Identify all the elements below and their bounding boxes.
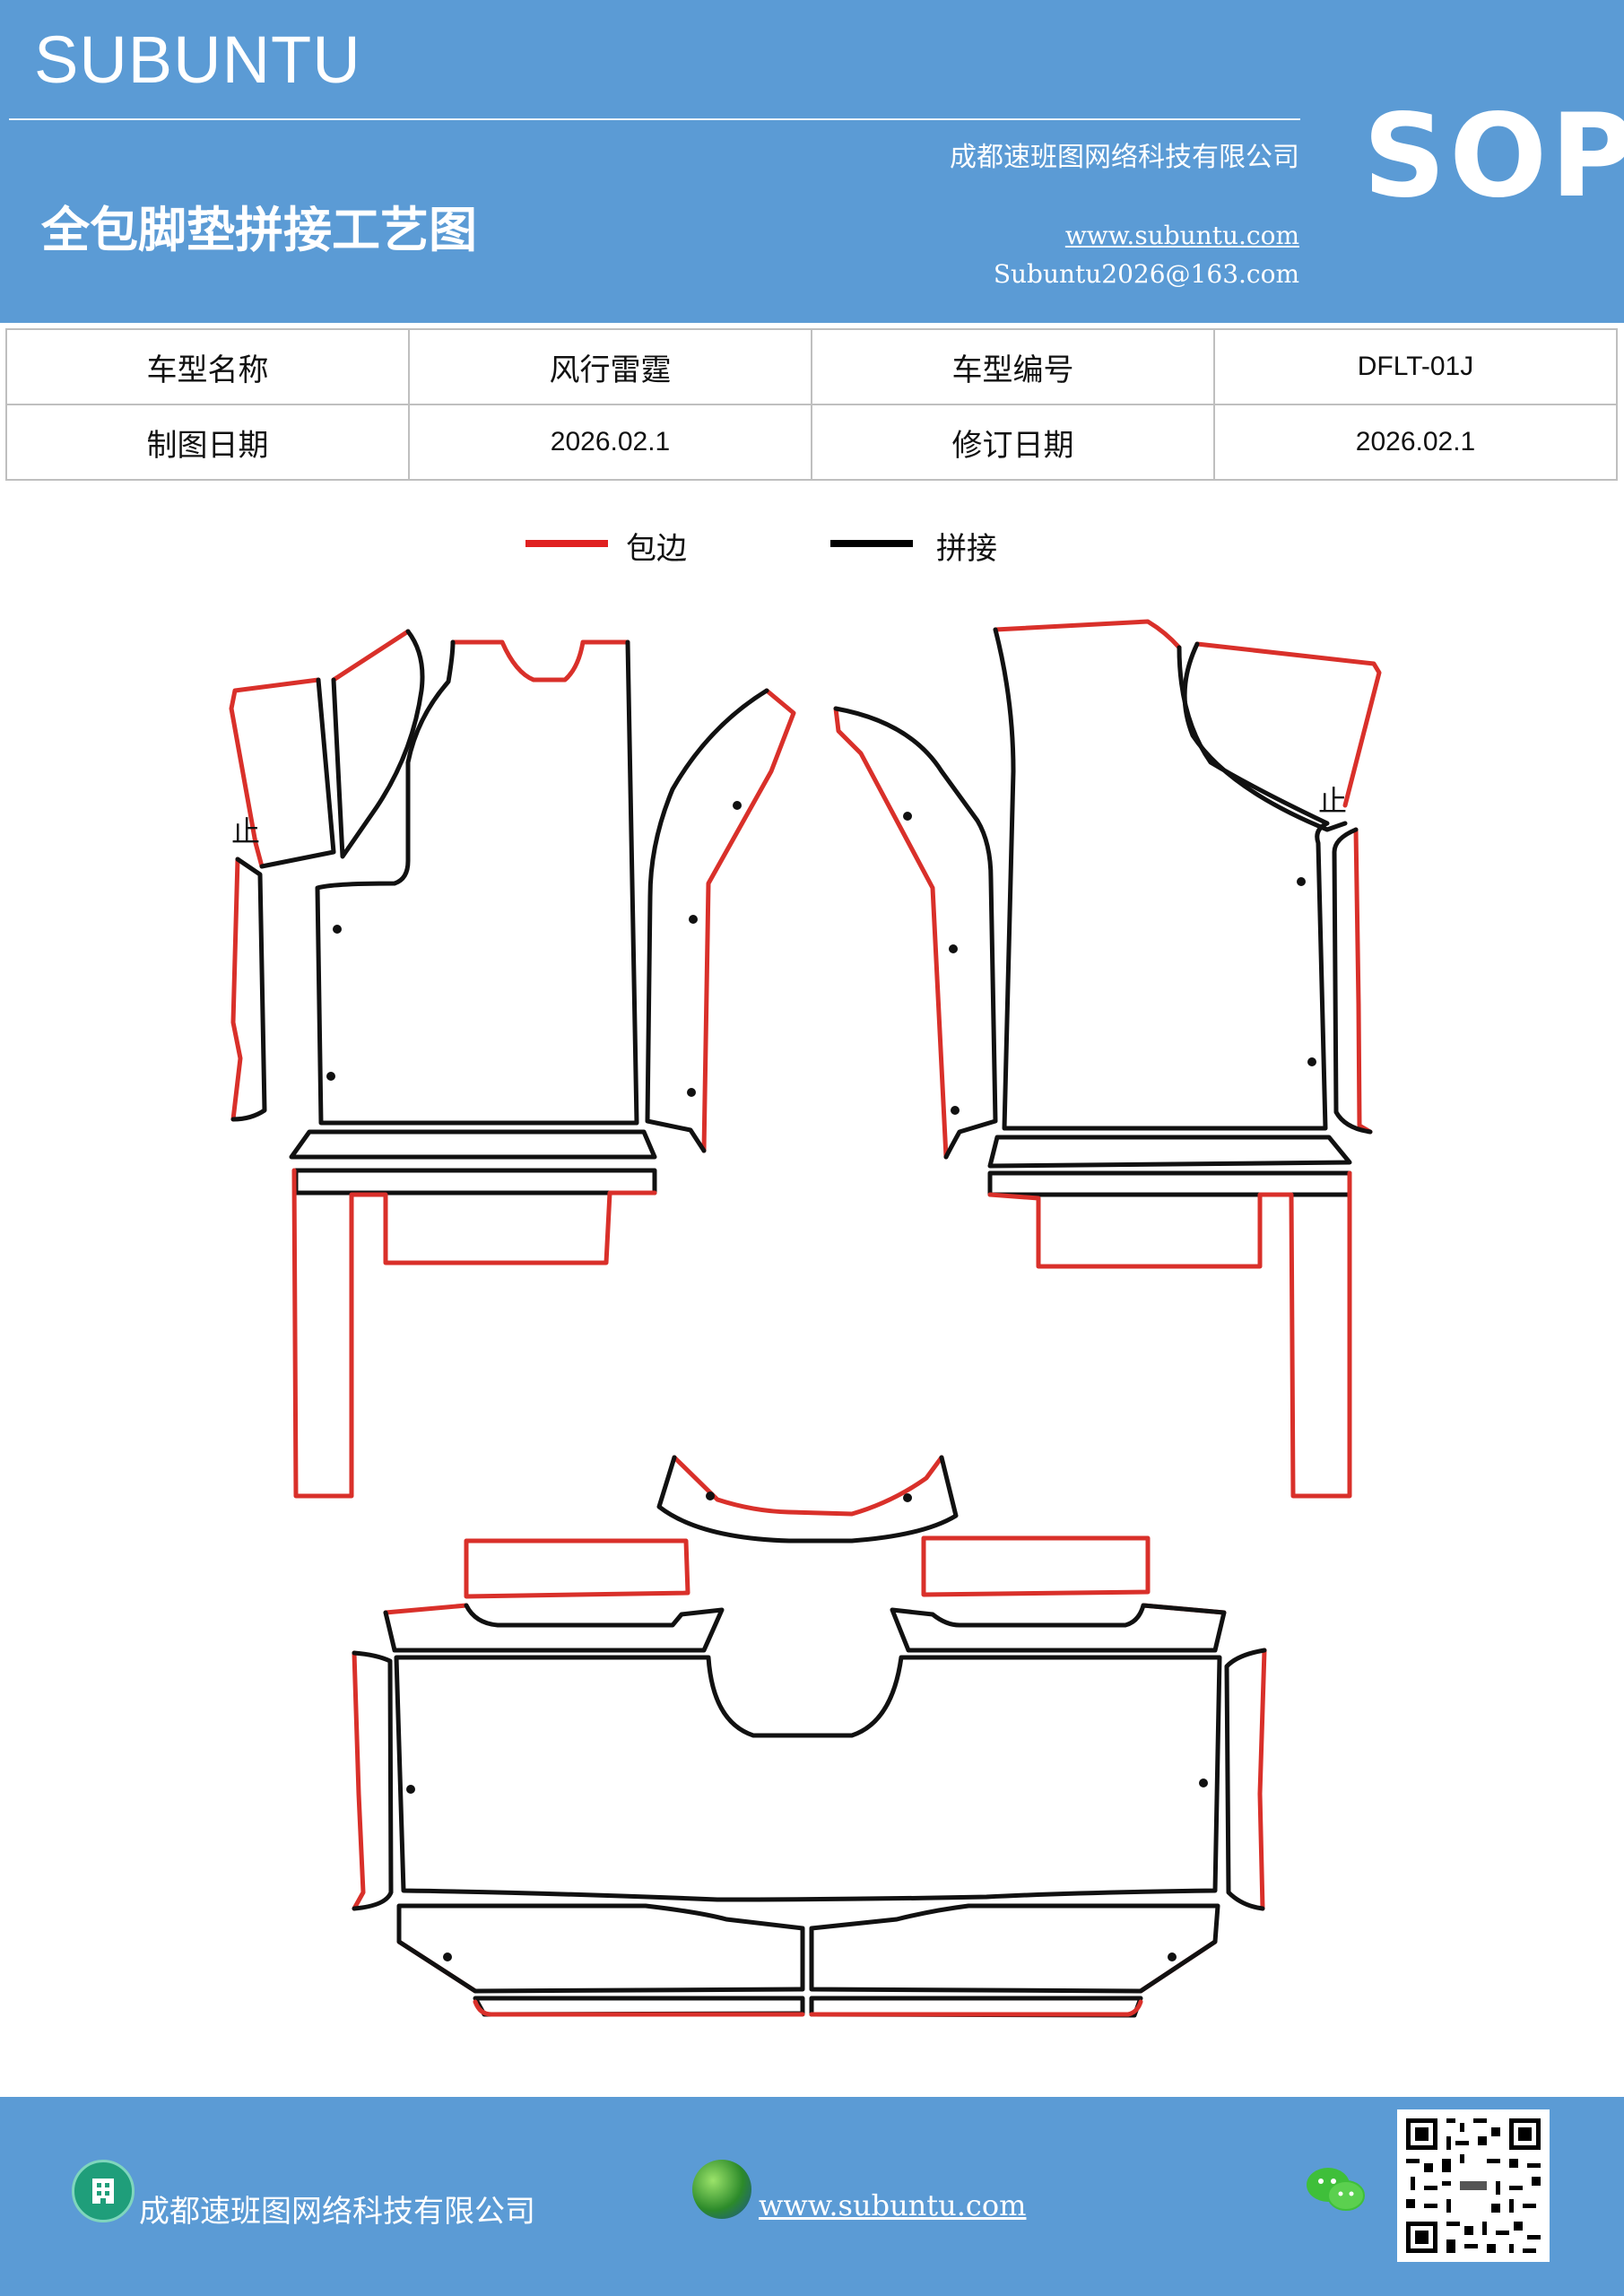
front-right-curved-piece (1182, 641, 1382, 832)
anchor-dot (1168, 1952, 1177, 1961)
footer-website-link[interactable]: www.subuntu.com (759, 2188, 1027, 2222)
wechat-icon[interactable] (1305, 2163, 1368, 2217)
front-right-bottom-strips (987, 1135, 1352, 1499)
stop-mark-left: 止 (231, 814, 260, 848)
table-row: 制图日期 2026.02.1 修订日期 2026.02.1 (5, 404, 1618, 481)
seam-legend-label: 拼接 (936, 531, 997, 567)
rear-main-mat (394, 1655, 1222, 1902)
sop-badge: SOP (1363, 90, 1624, 223)
rear-left-upper-strip (383, 1603, 725, 1653)
front-left-bottom-strips (289, 1129, 657, 1499)
globe-icon (692, 2160, 751, 2219)
edge-legend-swatch (525, 540, 608, 547)
company-name: 成都速班图网络科技有限公司 (950, 142, 1299, 173)
model-code-label: 车型编号 (811, 328, 1215, 405)
anchor-dot (1307, 1057, 1316, 1066)
qr-code (1397, 2109, 1550, 2262)
rear-center-hump (656, 1455, 959, 1544)
rear-right-side-strip (1224, 1648, 1267, 1911)
building-icon (72, 2160, 135, 2222)
model-name-label: 车型名称 (5, 328, 410, 405)
stop-mark-right: 止 (1318, 784, 1347, 818)
anchor-dot (1199, 1779, 1208, 1787)
anchor-dot (443, 1952, 452, 1961)
front-left-door-strip (645, 688, 796, 1153)
anchor-dot (951, 1106, 960, 1115)
anchor-dot (687, 1088, 696, 1097)
rear-bottom-strips (473, 1996, 1143, 2018)
anchor-dot (903, 812, 912, 821)
rear-right-lower-mat (809, 1903, 1220, 1994)
revision-date-value: 2026.02.1 (1213, 404, 1618, 481)
header-divider (9, 118, 1300, 120)
seam-legend-swatch (830, 540, 913, 547)
anchor-dot (903, 1493, 912, 1502)
document-title: 全包脚垫拼接工艺图 (41, 201, 477, 258)
website-link[interactable]: www.subuntu.com (1064, 221, 1299, 250)
anchor-dot (706, 1492, 715, 1500)
edge-legend-label: 包边 (626, 531, 687, 567)
rear-right-top-plate (921, 1535, 1151, 1597)
footer-company-name: 成都速班图网络科技有限公司 (139, 2194, 535, 2230)
table-row: 车型名称 风行雷霆 车型编号 DFLT-01J (5, 328, 1618, 405)
rear-left-top-plate (464, 1538, 690, 1599)
drawing-date-value: 2026.02.1 (408, 404, 812, 481)
revision-date-label: 修订日期 (811, 404, 1215, 481)
front-right-door-strip (833, 706, 998, 1160)
legend: 包边 拼接 (0, 524, 1624, 578)
vehicle-info-table: 车型名称 风行雷霆 车型编号 DFLT-01J 制图日期 2026.02.1 修… (5, 328, 1618, 481)
front-left-curved-piece (331, 629, 425, 859)
rear-left-lower-mat (396, 1903, 805, 1994)
rear-left-side-strip (352, 1650, 394, 1911)
email-address: Subuntu2026@163.com (993, 259, 1299, 289)
front-right-side-strip (1332, 827, 1373, 1135)
anchor-dot (1297, 877, 1306, 886)
model-code-value: DFLT-01J (1213, 328, 1618, 405)
drawing-date-label: 制图日期 (5, 404, 410, 481)
anchor-dot (406, 1785, 415, 1794)
brand-logo-text: SUBUNTU (34, 22, 361, 97)
anchor-dot (689, 915, 698, 924)
anchor-dot (733, 801, 742, 810)
front-left-side-strip (230, 857, 267, 1122)
anchor-dot (326, 1072, 335, 1081)
header-banner: SUBUNTU 成都速班图网络科技有限公司 全包脚垫拼接工艺图 www.subu… (0, 0, 1624, 323)
anchor-dot (949, 944, 958, 953)
front-right-main-mat (993, 619, 1330, 1131)
model-name-value: 风行雷霆 (408, 328, 812, 405)
anchor-dot (333, 925, 342, 934)
front-left-upper-side-piece (229, 677, 336, 869)
front-left-main-mat (315, 639, 639, 1126)
rear-right-upper-strip (890, 1603, 1227, 1653)
